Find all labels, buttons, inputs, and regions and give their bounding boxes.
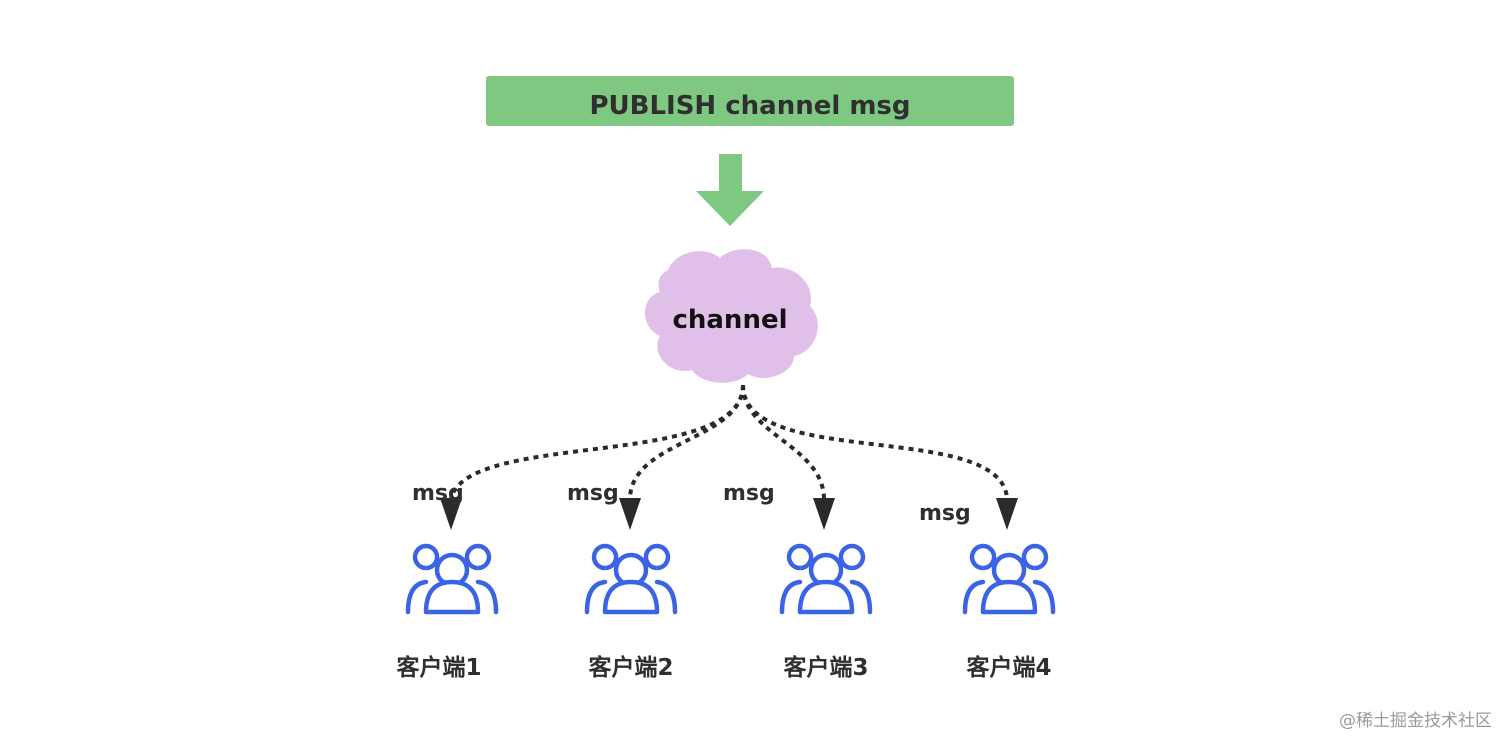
users-icon	[965, 546, 1053, 612]
msg-label-2: msg	[567, 481, 619, 506]
msg-label-3: msg	[723, 481, 775, 506]
down-arrow-icon	[696, 154, 764, 226]
client-3: 客户端3	[782, 546, 870, 681]
client-label-2: 客户端2	[588, 654, 673, 681]
channel-cloud: channel	[644, 249, 818, 383]
connector-3	[741, 384, 826, 499]
connector-4	[741, 384, 1009, 499]
users-icon	[782, 546, 870, 612]
arrowhead-3	[813, 498, 835, 530]
msg-label-4: msg	[919, 501, 971, 526]
publish-command-box: PUBLISH channel msg	[486, 76, 1014, 126]
watermark: @稀土掘金技术社区	[1339, 711, 1492, 731]
msg-label-1: msg	[412, 481, 464, 506]
channel-label: channel	[672, 305, 787, 335]
client-label-3: 客户端3	[783, 654, 868, 681]
client-1: 客户端1	[396, 546, 496, 681]
client-4: 客户端4	[965, 546, 1053, 681]
cloud-icon	[644, 249, 818, 383]
client-label-4: 客户端4	[966, 654, 1051, 681]
users-icon	[408, 546, 496, 612]
connector-group	[440, 384, 1018, 530]
publish-command-label: PUBLISH channel msg	[589, 91, 910, 121]
client-label-1: 客户端1	[396, 654, 481, 681]
users-icon	[587, 546, 675, 612]
client-2: 客户端2	[587, 546, 675, 681]
arrowhead-4	[996, 498, 1018, 530]
connector-2	[628, 384, 745, 499]
arrowhead-1	[440, 498, 462, 530]
arrowhead-2	[619, 498, 641, 530]
